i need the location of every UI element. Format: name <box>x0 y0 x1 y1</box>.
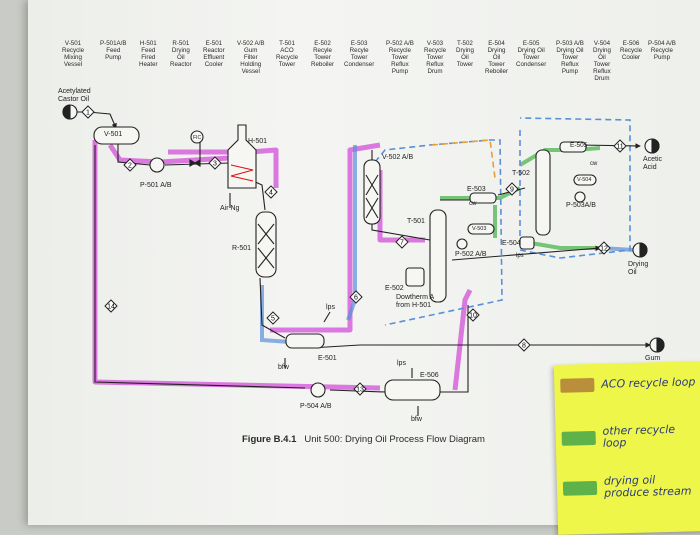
header-e504: E-504 Drying Oil Tower Reboiler <box>485 40 509 75</box>
header-v504: V-504 Drying Oil Tower Reflux Drum <box>593 40 611 82</box>
header-r501: R-501 Drying Oil Reactor <box>170 40 192 68</box>
svg-text:4: 4 <box>269 190 273 197</box>
svg-text:2: 2 <box>128 163 132 170</box>
stream-7: 7 <box>395 235 409 249</box>
process-lines <box>75 111 651 416</box>
label-e503: E-503 <box>467 186 486 193</box>
header-t501: T-501 ACO Recycle Tower <box>276 40 299 68</box>
header-v501: V-501 Recycle Mixing Vessel <box>62 40 85 68</box>
label-feed: Acetylated Castor Oil <box>58 88 91 103</box>
label-p502: P-502 A/B <box>455 251 487 258</box>
sticky-note-legend: ACO recycle loop other recycle loop dryi… <box>553 361 700 535</box>
stream-13: 13 <box>353 382 367 396</box>
aco-recycle-highlight <box>92 140 473 391</box>
figure-number: Figure B.4.1 <box>242 434 297 445</box>
label-lps1: lps <box>326 304 335 311</box>
dashed-boundaries <box>374 117 631 326</box>
label-fic: FIC <box>193 135 202 141</box>
header-e505: E-505 Drying Oil Tower Condenser <box>516 40 547 68</box>
legend-label-other: other recycle loop <box>602 422 676 450</box>
legend-label-aco: ACO recycle loop <box>601 375 696 391</box>
stream-2: 2 <box>123 158 137 172</box>
label-airng: Air Ng <box>220 205 240 212</box>
label-p504: P-504 A/B <box>300 403 332 410</box>
stream-8: 8 <box>517 338 531 352</box>
label-h501: H-501 <box>248 138 268 145</box>
stream-12: 12 <box>597 241 611 255</box>
header-p501: P-501A/B Feed Pump <box>100 40 127 61</box>
header-v503: V-503 Recycle Tower Reflux Drum <box>424 40 447 75</box>
label-e505: E-505 <box>570 142 588 149</box>
figure-title: Unit 500: Drying Oil Process Flow Diagra… <box>304 434 485 445</box>
label-v502: V-502 A/B <box>382 154 414 161</box>
stream-6: 6 <box>349 290 363 304</box>
label-e502: E-502 <box>385 285 404 292</box>
stream-9: 9 <box>505 182 519 196</box>
header-h501: H-501 Feed Fired Heater <box>139 40 158 68</box>
label-t501: T-501 <box>407 218 425 225</box>
figure-caption: Figure B.4.1 Unit 500: Drying Oil Process… <box>242 434 485 445</box>
label-lps2: lps <box>516 253 524 259</box>
svg-text:11: 11 <box>616 144 623 151</box>
stream-14: 14 <box>104 299 118 313</box>
header-p504: P-504 A/B Recycle Pump <box>648 40 676 61</box>
svg-text:10: 10 <box>469 313 477 320</box>
legend-swatch-other <box>561 430 596 446</box>
label-lps3: lps <box>397 360 406 367</box>
legend-label-drying: drying oil produce stream <box>603 473 692 500</box>
stream-3: 3 <box>208 156 222 170</box>
svg-text:3: 3 <box>213 161 217 168</box>
label-bfw1: bfw <box>278 364 289 371</box>
header-e502: E-502 Recyle Tower Reboiler <box>311 40 335 68</box>
label-bfw2: bfw <box>411 416 422 423</box>
label-v503: V-503 <box>472 226 487 232</box>
label-v504: V-504 <box>577 177 592 183</box>
equipment <box>62 104 665 401</box>
legend-drying-oil: drying oil produce stream <box>562 473 692 500</box>
stream-11: 11 <box>613 139 627 153</box>
legend-other-recycle: other recycle loop <box>561 422 676 451</box>
svg-text:13: 13 <box>356 387 364 394</box>
label-e506: E-506 <box>420 372 439 379</box>
legend-swatch-aco <box>560 377 595 393</box>
label-cw1: cw <box>469 201 477 207</box>
label-e501: E-501 <box>318 355 337 362</box>
header-v502: V-502 A/B Gum Filter Holding Vessel <box>237 40 265 75</box>
svg-text:14: 14 <box>107 304 115 311</box>
label-e504: E-504 <box>502 240 521 247</box>
svg-text:9: 9 <box>510 187 514 194</box>
header-p503: P-503 A/B Drying Oil Tower Reflux Pump <box>556 40 584 75</box>
svg-text:12: 12 <box>600 246 608 253</box>
svg-text:8: 8 <box>522 343 526 350</box>
label-dowtherm: Dowtherm A from H-501 <box>396 294 435 309</box>
svg-text:7: 7 <box>400 240 404 247</box>
label-t502: T-502 <box>512 170 530 177</box>
stream-4: 4 <box>264 185 278 199</box>
legend-aco-recycle: ACO recycle loop <box>560 375 696 393</box>
label-p503: P-503A/B <box>566 202 596 209</box>
label-v501: V-501 <box>104 131 123 138</box>
svg-text:6: 6 <box>354 295 358 302</box>
svg-text:5: 5 <box>271 316 275 323</box>
stream-1: 1 <box>81 105 95 119</box>
label-dryingoil: Drying Oil <box>628 261 649 276</box>
header-p502: P-502 A/B Recycle Tower Reflux Pump <box>386 40 414 75</box>
stream-markers: 1 2 3 4 5 6 7 8 9 10 11 12 13 14 <box>81 105 627 396</box>
header-e503: E-503 Recyle Tower Condenser <box>344 40 375 68</box>
header-e501: E-501 Reactor Effluent Cooler <box>203 40 225 68</box>
label-r501: R-501 <box>232 245 252 252</box>
header-t502: T-502 Drying Oil Tower <box>456 40 474 68</box>
label-cw2: cw <box>590 161 598 167</box>
header-e506: E-506 Recycle Cooler <box>620 40 643 61</box>
legend-swatch-drying <box>562 480 598 496</box>
stream-5: 5 <box>266 311 280 325</box>
svg-text:1: 1 <box>86 110 90 117</box>
label-acetic: Acetic Acid <box>643 156 663 171</box>
label-p501: P-501 A/B <box>140 182 172 189</box>
label-gum: Gum <box>645 355 661 362</box>
stream-10: 10 <box>466 308 480 322</box>
